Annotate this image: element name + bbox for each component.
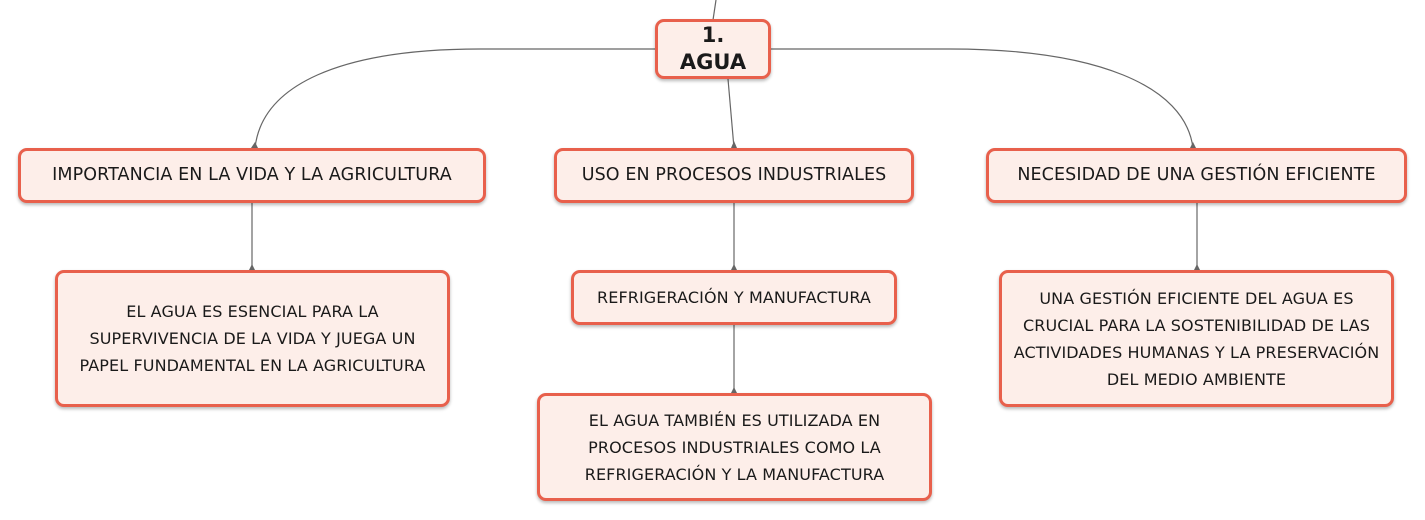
root-node-label: 1. AGUA: [679, 23, 747, 74]
connector-incoming-root: [712, 0, 717, 21]
connector-root-to-topic-1: [254, 48, 656, 149]
topic-node-efficient-management[interactable]: NECESIDAD DE UNA GESTIÓN EFICIENTE: [986, 148, 1407, 203]
arrowhead-detail-1: [249, 264, 255, 270]
arrowhead-topic-1: [251, 142, 258, 148]
topic-node-label: IMPORTANCIA EN LA VIDA Y LA AGRICULTURA: [52, 165, 452, 185]
topic-node-importance[interactable]: IMPORTANCIA EN LA VIDA Y LA AGRICULTURA: [18, 148, 486, 203]
arrowhead-detail-2: [731, 387, 737, 393]
root-node[interactable]: 1. AGUA: [655, 19, 771, 79]
detail-node-text: EL AGUA ES ESENCIAL PARA LA SUPERVIVENCI…: [79, 302, 426, 375]
detail-node-industrial-use[interactable]: EL AGUA TAMBIÉN ES UTILIZADA EN PROCESOS…: [537, 393, 932, 501]
arrowhead-sub-2: [731, 264, 737, 270]
arrowhead-detail-3: [1194, 264, 1200, 270]
detail-node-efficient-management[interactable]: UNA GESTIÓN EFICIENTE DEL AGUA ES CRUCIA…: [999, 270, 1394, 407]
connector-root-to-topic-2: [727, 78, 735, 149]
detail-node-importance[interactable]: EL AGUA ES ESENCIAL PARA LA SUPERVIVENCI…: [55, 270, 450, 407]
subtopic-node-label: REFRIGERACIÓN Y MANUFACTURA: [597, 288, 871, 307]
subtopic-node-cooling-manufacturing[interactable]: REFRIGERACIÓN Y MANUFACTURA: [571, 270, 897, 325]
detail-node-text: EL AGUA TAMBIÉN ES UTILIZADA EN PROCESOS…: [584, 410, 885, 484]
topic-node-industrial-use[interactable]: USO EN PROCESOS INDUSTRIALES: [554, 148, 914, 203]
topic-node-label: USO EN PROCESOS INDUSTRIALES: [581, 165, 887, 185]
detail-node-text: UNA GESTIÓN EFICIENTE DEL AGUA ES CRUCIA…: [1013, 288, 1380, 389]
arrowhead-topic-2: [731, 141, 737, 148]
arrowhead-topic-3: [1190, 142, 1196, 148]
connector-root-to-topic-3: [770, 48, 1194, 149]
topic-node-label: NECESIDAD DE UNA GESTIÓN EFICIENTE: [1017, 165, 1376, 185]
